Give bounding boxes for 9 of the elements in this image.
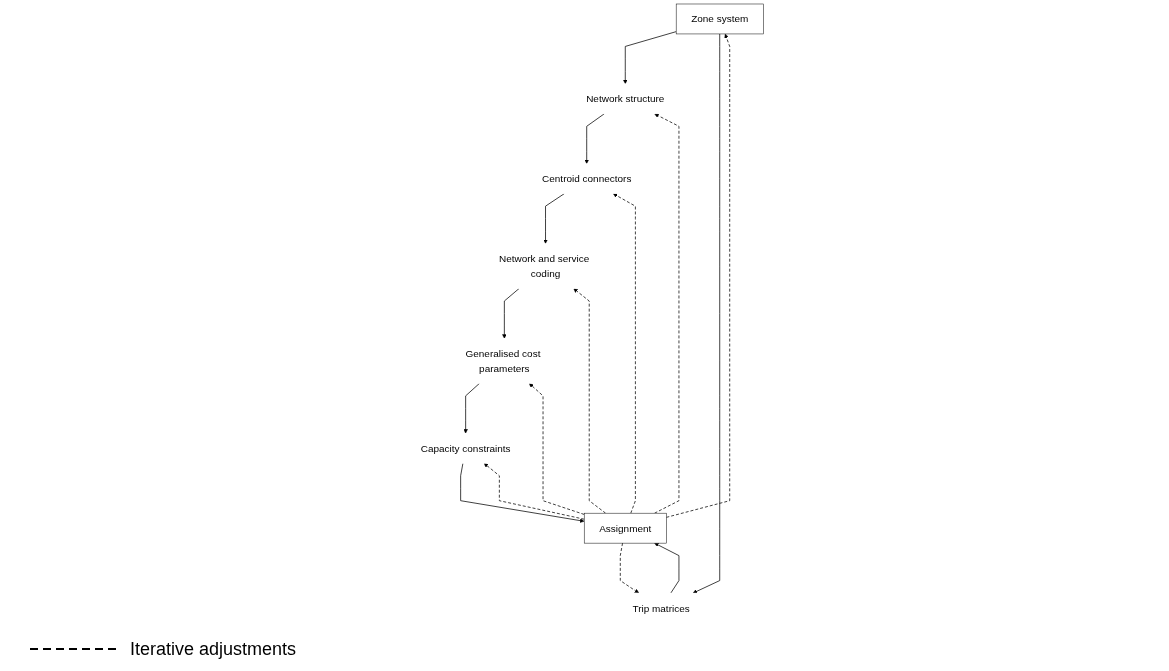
node-text: Centroid connectors	[542, 173, 632, 185]
node-box: Zone system	[675, 3, 764, 35]
node-box: Assignment	[583, 512, 667, 544]
node-text: Network structure	[586, 93, 665, 105]
node-text: Capacity constraints	[420, 442, 511, 454]
node-text: Trip matrices	[632, 602, 690, 614]
node-text: Network and service coding	[498, 253, 590, 280]
node-text: Generalised cost parameters	[465, 347, 541, 374]
legend-text: Iterative adjustments	[130, 638, 297, 660]
